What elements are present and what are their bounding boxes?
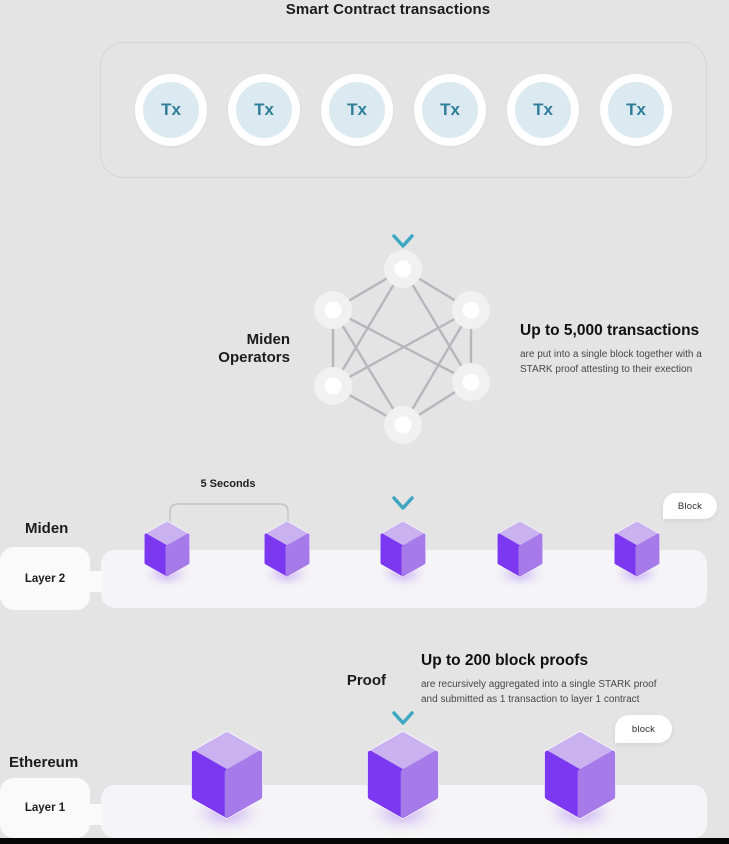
tx-circle: Tx [414, 74, 486, 146]
tx-circle-core: Tx [422, 82, 478, 138]
arrow-down-icon [392, 448, 414, 510]
block-cube [614, 521, 660, 581]
cube-icon [144, 521, 190, 577]
proof-label: Proof [346, 672, 386, 689]
tx-circle: Tx [228, 74, 300, 146]
operators-network-graph [314, 250, 490, 444]
proof-info-body-line2: and submitted as 1 transaction to layer … [421, 694, 640, 705]
layer-connector [87, 571, 103, 592]
block-cube [380, 521, 426, 581]
proof-info-body-line1: are recursively aggregated into a single… [421, 679, 657, 690]
cube-icon [380, 521, 426, 577]
miden-layer-badge-label: Layer 2 [24, 572, 66, 585]
arrow-down-icon [392, 184, 414, 248]
interval-label: 5 Seconds [200, 478, 256, 490]
layer-connector [87, 804, 103, 825]
proof-cube [367, 731, 439, 824]
ethereum-layer-badge-label: Layer 1 [24, 802, 66, 814]
cube-icon [614, 521, 660, 577]
cube-icon [497, 521, 543, 577]
tx-circle: Tx [507, 74, 579, 146]
block-info-body-line2: STARK proof attesting to their exection [520, 364, 693, 375]
proof-info-body: are recursively aggregated into a single… [421, 677, 661, 707]
tx-circle-core: Tx [608, 82, 664, 138]
cube-icon [367, 731, 439, 819]
bottom-bar [0, 838, 729, 844]
tx-circle-core: Tx [236, 82, 292, 138]
cube-icon [264, 521, 310, 577]
miden-chain-label: Miden [25, 520, 69, 537]
cube-icon [191, 731, 263, 819]
block-badge-lower: block [615, 715, 672, 743]
network-node [452, 363, 490, 401]
block-info-heading: Up to 5,000 transactions [520, 322, 700, 339]
block-info: Up to 5,000 transactions are put into a … [520, 322, 720, 377]
proof-info-heading: Up to 200 block proofs [421, 652, 589, 669]
tx-circle-core: Tx [329, 82, 385, 138]
tx-label: Tx [347, 100, 367, 119]
network-node [452, 291, 490, 329]
block-info-body: are put into a single block together wit… [520, 347, 720, 377]
page-title: Smart Contract transactions [285, 1, 491, 18]
tx-circle: Tx [321, 74, 393, 146]
network-edges [331, 267, 473, 427]
tx-label: Tx [254, 100, 274, 119]
operators-label: Miden Operators [160, 331, 290, 367]
network-node [314, 367, 352, 405]
miden-layer-badge: Layer 2 [0, 547, 90, 610]
tx-label: Tx [626, 100, 646, 119]
tx-label: Tx [161, 100, 181, 119]
tx-label: Tx [440, 100, 460, 119]
block-cube [264, 521, 310, 581]
ethereum-layer-badge: Layer 1 [0, 778, 90, 838]
proof-info: Up to 200 block proofs are recursively a… [421, 652, 661, 707]
operators-label-line2: Operators [218, 349, 290, 366]
cube-icon [544, 731, 616, 819]
ethereum-chain-label: Ethereum [9, 754, 79, 771]
block-badge-label: Block [677, 500, 703, 512]
tx-pool-panel: Tx Tx Tx Tx Tx Tx [100, 42, 707, 178]
block-cube [497, 521, 543, 581]
proof-cube [191, 731, 263, 824]
network-nodes [314, 250, 490, 444]
tx-circle-core: Tx [143, 82, 199, 138]
network-node [314, 291, 352, 329]
block-badge-lower-label: block [631, 723, 656, 735]
tx-circle: Tx [135, 74, 207, 146]
block-info-body-line1: are put into a single block together wit… [520, 349, 702, 360]
tx-label: Tx [533, 100, 553, 119]
proof-cube [544, 731, 616, 824]
operators-label-line1: Miden [246, 331, 290, 348]
arrow-down-icon [392, 610, 414, 725]
tx-circle-core: Tx [515, 82, 571, 138]
network-node [384, 250, 422, 288]
interval-bracket [169, 503, 289, 522]
tx-circle: Tx [600, 74, 672, 146]
network-node [384, 406, 422, 444]
block-cube [144, 521, 190, 581]
block-badge: Block [663, 493, 717, 519]
